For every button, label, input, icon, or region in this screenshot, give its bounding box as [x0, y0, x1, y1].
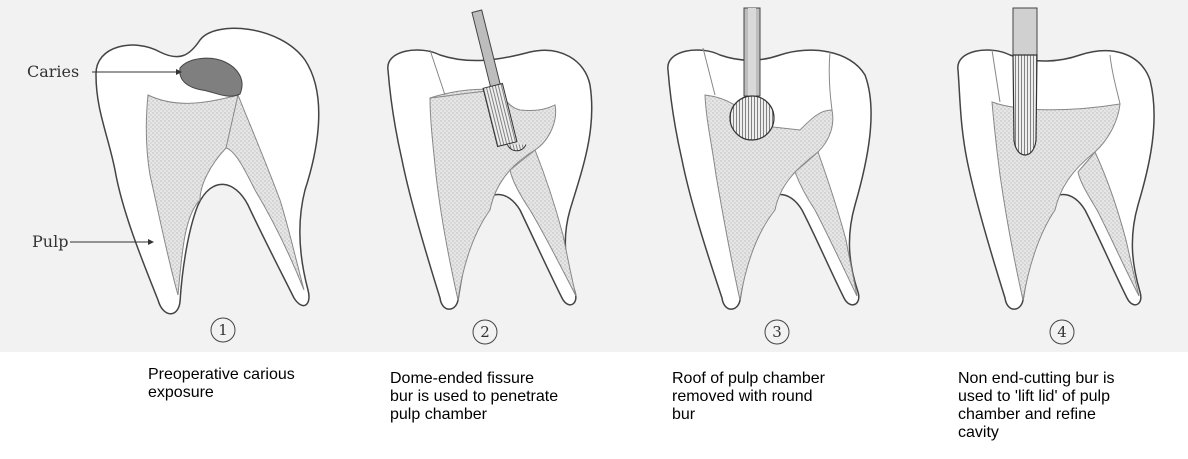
- step-3-number: 3: [772, 323, 782, 341]
- tooth-1: Caries Pulp 1: [27, 28, 319, 342]
- tooth-4: 4: [958, 8, 1154, 344]
- step-2-caption: Dome-ended fissure bur is used to penetr…: [390, 370, 558, 424]
- step-3-caption: Roof of pulp chamber removed with round …: [672, 370, 825, 424]
- step-1-number: 1: [218, 321, 228, 339]
- tooth-3: 3: [668, 8, 871, 344]
- svg-text:Pulp: Pulp: [32, 232, 68, 251]
- step-2-number: 2: [480, 323, 490, 341]
- caries-label: Caries: [27, 62, 79, 81]
- non-end-cutting-bur: [1013, 8, 1037, 155]
- tooth-diagram: Caries Pulp 1 2: [0, 0, 1188, 352]
- pulp-label: Pulp: [32, 232, 68, 251]
- svg-text:Caries: Caries: [27, 62, 79, 81]
- step-1-caption: Preoperative carious exposure: [148, 366, 295, 402]
- step-4-number: 4: [1057, 323, 1067, 341]
- tooth-2: 2: [388, 10, 592, 344]
- step-4-caption: Non end-cutting bur is used to 'lift lid…: [958, 370, 1115, 442]
